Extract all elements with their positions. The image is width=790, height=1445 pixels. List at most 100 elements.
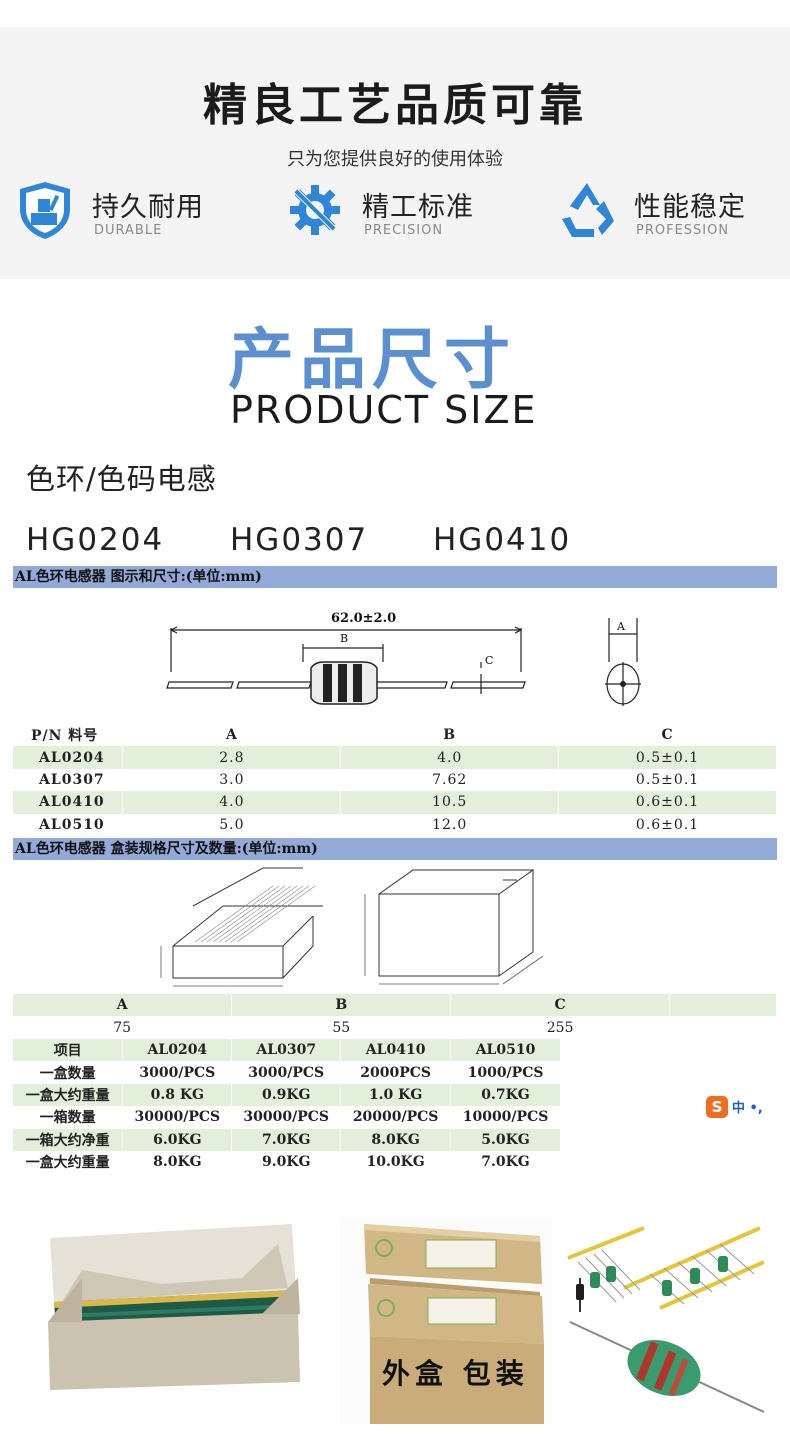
cell: 4.0 <box>340 746 560 769</box>
table-row: AL0307 3.0 7.62 0.5±0.1 <box>13 768 777 792</box>
cell: 10.0KG <box>340 1150 452 1174</box>
column-header: B <box>231 994 452 1017</box>
cell: 20000/PCS <box>340 1106 452 1129</box>
cell: AL0204 <box>13 746 124 769</box>
inductor-drawing: 62.0±2.0 B C <box>166 611 526 705</box>
cell: 8.0KG <box>340 1128 452 1151</box>
cell: 30000/PCS <box>122 1106 233 1129</box>
box-section-header: AL色环电感器 盒装规格尺寸及数量:(单位:mm) <box>13 838 777 860</box>
column-header: B <box>340 724 560 747</box>
column-header: AL0307 <box>231 1039 342 1062</box>
table-row: 一盒数量 3000/PCS 3000/PCS 2000PCS 1000/PCS <box>13 1061 561 1084</box>
a-dimension-label: A <box>616 620 626 633</box>
feature-label: 精工标准 <box>362 192 474 223</box>
cell: 3000/PCS <box>122 1061 233 1084</box>
product-size-title: 产品尺寸 <box>228 321 516 398</box>
cell: 7.0KG <box>450 1150 561 1174</box>
cell: 10000/PCS <box>450 1106 561 1129</box>
inductor-end-view: A <box>605 618 641 706</box>
outer-box-drawing <box>364 869 544 985</box>
feature-label: 性能稳定 <box>634 192 746 223</box>
sogou-logo-icon: S <box>706 1096 728 1118</box>
cell: 255 <box>450 1016 671 1039</box>
feature-sublabel: DURABLE <box>94 223 163 238</box>
packing-quantity-table: 项目 AL0204 AL0307 AL0410 AL0510 一盒数量 3000… <box>13 1039 561 1174</box>
cell: 55 <box>231 1016 452 1039</box>
feature-sublabel: PRECISION <box>364 223 444 238</box>
cell: 8.0KG <box>122 1150 233 1174</box>
cell: AL0410 <box>13 791 124 814</box>
recycle-icon <box>562 183 614 237</box>
boxed-inductors-photo <box>42 1218 304 1394</box>
product-size-subtitle: PRODUCT SIZE <box>230 388 538 432</box>
category-title: 色环/色码电感 <box>26 462 217 496</box>
cell: AL0307 <box>13 768 124 792</box>
column-header: A <box>122 724 342 747</box>
cell: 9.0KG <box>231 1150 342 1174</box>
box-dimensions-table: A B C 75 55 255 <box>13 994 777 1039</box>
cell: 0.5±0.1 <box>558 746 777 769</box>
cell: 4.0 <box>122 791 342 814</box>
tray-box-drawing <box>160 867 323 987</box>
cell: 6.0KG <box>122 1128 233 1151</box>
column-header: C <box>558 724 777 747</box>
model-code: HG0410 <box>433 522 572 558</box>
dimensions-table: P/N 料号 A B C AL0204 2.8 4.0 0.5±0.1 AL03… <box>13 724 777 836</box>
cell: 75 <box>13 1016 233 1039</box>
gear-wrench-icon <box>290 185 340 235</box>
cell: 0.6±0.1 <box>558 791 777 814</box>
cell: 7.62 <box>340 768 560 792</box>
cell: 12.0 <box>340 813 560 836</box>
cell: 0.9KG <box>231 1083 342 1107</box>
model-code: HG0204 <box>26 522 165 558</box>
table-row: AL0410 4.0 10.5 0.6±0.1 <box>13 791 777 814</box>
table-row: AL0204 2.8 4.0 0.5±0.1 <box>13 746 777 769</box>
packaging-caption: 外盒 包装 <box>382 1357 529 1390</box>
length-dimension-label: 62.0±2.0 <box>331 611 396 626</box>
column-header: AL0204 <box>122 1039 233 1062</box>
table-row: AL0510 5.0 12.0 0.6±0.1 <box>13 813 777 836</box>
column-header: C <box>450 994 671 1017</box>
column-header: P/N 料号 <box>13 724 124 747</box>
feature-sublabel: PROFESSION <box>636 223 730 238</box>
cell: 0.5±0.1 <box>558 768 777 792</box>
cell: 0.8 KG <box>122 1083 233 1107</box>
banner-title: 精良工艺品质可靠 <box>203 80 587 131</box>
table-row: 一箱大约净重 6.0KG 7.0KG 8.0KG 5.0KG <box>13 1128 561 1151</box>
model-code: HG0307 <box>230 522 369 558</box>
feature-label: 持久耐用 <box>92 192 204 223</box>
cell: 0.6±0.1 <box>558 813 777 836</box>
column-header: AL0410 <box>340 1039 452 1062</box>
c-dimension-label: C <box>485 654 493 667</box>
cell: 2000PCS <box>340 1061 452 1084</box>
cell: 1.0 KG <box>340 1083 452 1107</box>
cell: 一盒大约重量 <box>13 1083 124 1107</box>
cell: 5.0KG <box>450 1128 561 1151</box>
quality-banner: 精良工艺品质可靠 只为您提供良好的使用体验 持久耐用 DURABLE <box>0 27 790 279</box>
banner-subtitle: 只为您提供良好的使用体验 <box>287 149 503 170</box>
ime-badge: S 中 •, <box>706 1096 782 1118</box>
cell: 一盒大约重量 <box>13 1150 124 1174</box>
cell: 30000/PCS <box>231 1106 342 1129</box>
cell: 0.7KG <box>450 1083 561 1107</box>
cell: 1000/PCS <box>450 1061 561 1084</box>
table-row: 一盒大约重量 8.0KG 9.0KG 10.0KG 7.0KG <box>13 1150 561 1174</box>
cell: 3000/PCS <box>231 1061 342 1084</box>
shield-icon <box>20 182 70 239</box>
cell: 一箱大约净重 <box>13 1128 124 1151</box>
cell: 2.8 <box>122 746 342 769</box>
column-header: AL0510 <box>450 1039 561 1062</box>
table-row: 一盒大约重量 0.8 KG 0.9KG 1.0 KG 0.7KG <box>13 1083 561 1107</box>
table-row: 一箱数量 30000/PCS 30000/PCS 20000/PCS 10000… <box>13 1106 561 1129</box>
ime-status-text: 中 •, <box>732 1101 763 1116</box>
cell: 10.5 <box>340 791 560 814</box>
inductor-closeup-photo <box>564 1222 765 1426</box>
cell: 7.0KG <box>231 1128 342 1151</box>
outer-carton-photo <box>340 1218 552 1424</box>
dims-section-header: AL色环电感器 图示和尺寸:(单位:mm) <box>13 566 777 588</box>
spec-sheet: AL色环电感器 图示和尺寸:(单位:mm) 62.0±2.0 B C <box>13 566 777 1174</box>
column-header: 项目 <box>13 1039 124 1062</box>
table-row: 75 55 255 <box>13 1016 777 1039</box>
cell: AL0510 <box>13 813 124 836</box>
b-dimension-label: B <box>340 632 348 645</box>
